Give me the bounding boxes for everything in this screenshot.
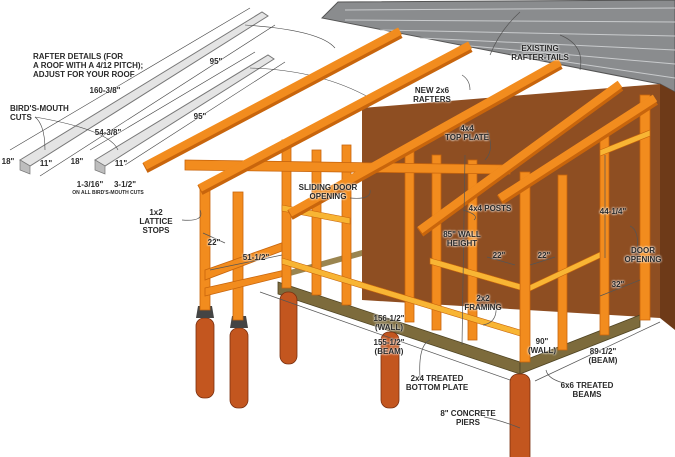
seat-dim-1: 11" [39,159,53,168]
dimension-lines [181,11,661,429]
tail-dim-1: 18" [1,157,15,166]
stud-spacing-1: 22" [492,251,506,260]
cut-note: ON ALL BIRD'S-MOUTH CUTS [72,190,144,196]
porch-frame [199,184,291,321]
wall-studs [281,94,651,363]
beam-long-dim: 155-1/2"(BEAM) [373,338,405,356]
beam-short-dim: 89-1/2"(BEAM) [588,347,618,365]
concrete-piers [195,291,531,457]
wall-short-dim: 90"(WALL) [528,337,556,355]
porch-depth-dim: 22" [207,238,221,247]
cut-seat: 3-1/2" [113,180,137,189]
long-rafter-top-dim: 95" [209,57,223,66]
short-rafter-top-dim: 95" [193,112,207,121]
door-height-dim: 44-1/4" [599,207,627,216]
stud-spacing-2: 22" [537,251,551,260]
cut-depth: 1-3/16" [76,180,104,189]
wall-long-dim: 156-1/2"(WALL) [373,314,405,332]
existing-roof [320,0,675,93]
top-plate [184,159,511,175]
shingle-lines [344,7,675,79]
long-rafter-length: 160-3/8" [89,86,121,95]
new-rafters [142,27,658,237]
tail-dim-2: 18" [70,157,84,166]
seat-dim-2: 11" [114,159,128,168]
short-rafter-length: 54-3/8" [94,128,122,137]
existing-wall-side [660,84,675,330]
door-width-dim: 32" [611,280,625,289]
rafter-detail-boards [9,7,371,177]
wall-girts [281,129,651,337]
porch-width-dim: 51-1/2" [242,253,270,262]
posts-label: 4x4 POSTS [468,204,512,213]
